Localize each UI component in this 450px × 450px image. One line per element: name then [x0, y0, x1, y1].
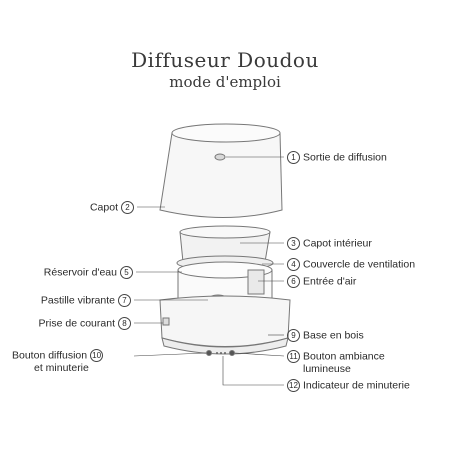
part-number-4: 4 — [287, 258, 300, 271]
part-number-2: 2 — [121, 201, 134, 214]
part-number-8: 8 — [118, 317, 131, 330]
cap-top-ellipse — [171, 123, 281, 143]
diffusion-outlet-hole — [214, 153, 226, 161]
part-number-12: 12 — [287, 379, 300, 392]
leader-line-10 — [133, 352, 207, 357]
power-socket — [162, 317, 170, 326]
part-number-7: 7 — [118, 294, 131, 307]
diagram-title: Diffuseur Doudou — [131, 48, 319, 72]
ambiance-light-button — [229, 350, 235, 356]
wooden-base — [159, 295, 291, 347]
part-number-1: 1 — [287, 151, 300, 164]
part-number-3: 3 — [287, 237, 300, 250]
leader-line-11 — [234, 352, 285, 357]
part-number-6: 6 — [287, 275, 300, 288]
part-number-10: 10 — [90, 349, 104, 362]
diagram-subtitle: mode d'emploi — [169, 73, 281, 91]
part-number-5: 5 — [120, 266, 133, 279]
air-inlet — [247, 269, 265, 295]
diffusion-timer-button — [206, 350, 212, 356]
leader-line-12 — [222, 356, 284, 386]
timer-indicator-dots — [216, 352, 226, 354]
part-number-9: 9 — [287, 329, 300, 342]
part-number-11: 11 — [287, 350, 300, 363]
